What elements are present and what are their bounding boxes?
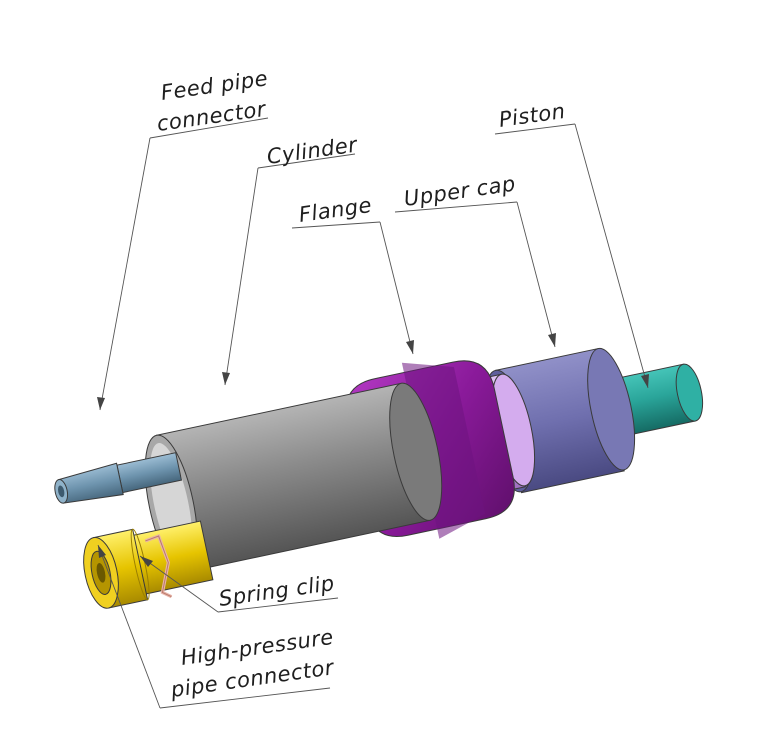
label-piston: Piston bbox=[497, 99, 567, 132]
feed-pipe-underline bbox=[149, 117, 269, 139]
spring-clip-underline bbox=[217, 597, 339, 613]
piston-underline bbox=[494, 123, 576, 135]
cylinder-part bbox=[144, 382, 443, 573]
label-flange: Flange bbox=[297, 193, 373, 227]
cylinder-underline bbox=[257, 153, 356, 169]
pump-body bbox=[54, 347, 704, 609]
label-upper-cap: Upper cap bbox=[402, 172, 517, 211]
cylinder-leader bbox=[224, 167, 259, 386]
spring-clip-part bbox=[144, 534, 173, 599]
flange-leader bbox=[379, 221, 414, 355]
feed-pipe-leader bbox=[99, 137, 151, 411]
hp-connector-underline bbox=[159, 687, 331, 709]
label-cylinder: Cylinder bbox=[265, 132, 359, 169]
feed-pipe-connector-part bbox=[54, 452, 183, 504]
piston-leader bbox=[574, 123, 649, 389]
upper-cap-leader bbox=[516, 201, 556, 348]
flange-underline bbox=[291, 221, 381, 229]
leader-lines bbox=[97, 117, 649, 709]
upper-cap-underline bbox=[394, 201, 518, 213]
hp-connector-leader bbox=[97, 544, 161, 709]
spring-clip-leader bbox=[139, 555, 219, 613]
